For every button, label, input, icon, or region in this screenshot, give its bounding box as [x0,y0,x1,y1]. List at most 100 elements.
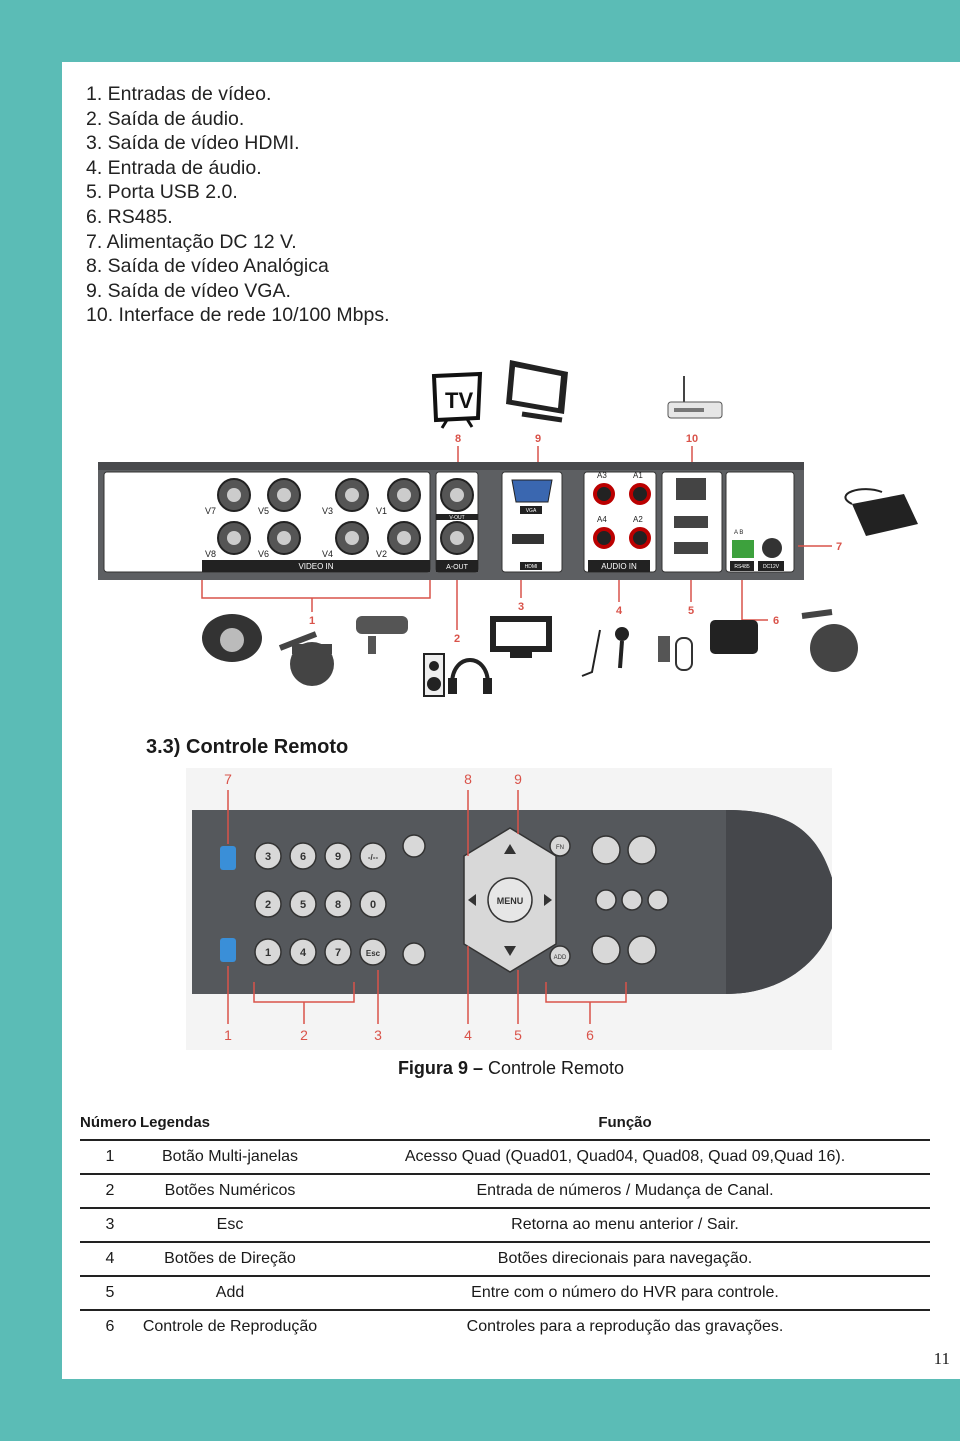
multi-window-button[interactable] [220,846,236,870]
column-header: Função [598,1114,652,1131]
connector-list: 1. Entradas de vídeo. 2. Saída de áudio.… [86,82,390,328]
svg-text:V5: V5 [258,506,269,516]
column-header: Legendas [140,1114,211,1131]
callout-7: 7 [836,541,842,553]
key-1[interactable]: 1 [265,947,271,959]
column-header: Número [80,1114,137,1131]
svg-text:A4: A4 [597,515,607,524]
usb-drive-icon [658,620,758,671]
direction-pad[interactable]: MENU [463,827,557,973]
key-8[interactable]: 8 [335,899,341,911]
callout-3: 3 [518,601,524,613]
key-4[interactable]: 4 [300,947,307,959]
speaker-icon [423,653,445,697]
list-item: 7. Alimentação DC 12 V. [86,230,297,253]
key-5[interactable]: 5 [300,899,306,911]
fn-button[interactable]: FN [556,845,564,851]
menu-button[interactable]: MENU [497,896,524,906]
key-7[interactable]: 7 [335,947,341,959]
callout-9: 9 [535,433,541,445]
svg-text:V2: V2 [376,549,387,559]
callout-6: 6 [586,1027,594,1043]
svg-text:V4: V4 [322,549,333,559]
arrow-left-icon[interactable] [468,894,476,906]
callout-8: 8 [455,433,461,445]
svg-text:V8: V8 [205,549,216,559]
svg-text:A B: A B [734,530,743,536]
list-item: 1. Entradas de vídeo. [86,83,272,105]
svg-text:VGA: VGA [526,508,537,514]
list-item: 5. Porta USB 2.0. [86,181,238,204]
callout-2: 2 [454,633,460,645]
microphone-icon [581,627,629,677]
svg-text:DC12V: DC12V [763,564,780,570]
power-adapter-icon [844,488,918,536]
key-6[interactable]: 6 [300,851,306,863]
list-item: 10. Interface de rede 10/100 Mbps. [86,304,390,327]
callout-9: 9 [514,771,522,787]
monitor-icon [506,360,568,423]
add-button[interactable]: ADD [554,955,567,961]
svg-text:V1: V1 [376,506,387,516]
svg-text:V6: V6 [258,549,269,559]
key-3[interactable]: 3 [265,851,271,863]
arrow-down-icon[interactable] [504,946,516,956]
figure-caption: Figura 9 – Controle Remoto [397,1058,625,1078]
section-heading: 3.3) Controle Remoto [146,736,349,758]
callout-3: 3 [374,1027,382,1043]
esc-button[interactable]: Esc [366,949,381,958]
page-number: 11 [933,1349,950,1368]
key-0[interactable]: 0 [370,899,376,911]
key-2[interactable]: 2 [265,899,271,911]
svg-text:RS485: RS485 [734,564,750,570]
list-item: 3. Saída de vídeo HDMI. [86,132,300,155]
list-item: 8. Saída de vídeo Analógica [86,255,329,278]
dvr-connection-diagram: TV 8 9 10 [98,360,918,697]
arrow-right-icon[interactable] [544,894,552,906]
callout-5: 5 [514,1027,522,1043]
svg-text:V7: V7 [205,506,216,516]
dvr-rear-panel: V7 V5 V3 V1 V8 V6 V4 V2 VIDEO IN A-OUT V… [98,462,804,580]
callout-10: 10 [686,433,698,445]
svg-text:AUDIO IN: AUDIO IN [601,562,637,571]
svg-text:A-OUT: A-OUT [446,564,469,571]
bullet-camera-icon [356,616,408,654]
callout-4: 4 [464,1027,472,1043]
ptz-camera-right-icon [801,609,858,672]
svg-text:A2: A2 [633,515,643,524]
list-item: 2. Saída de áudio. [86,107,245,130]
headphones-icon [448,658,492,694]
callout-8: 8 [464,771,472,787]
list-item: 9. Saída de vídeo VGA. [86,279,291,302]
key-9[interactable]: 9 [335,851,341,863]
document-page: 1. Entradas de vídeo. 2. Saída de áudio.… [62,62,960,1379]
ptz-camera-icon [278,631,334,686]
callout-7: 7 [224,771,232,787]
svg-text:A1: A1 [633,471,643,480]
multi-window-button-2[interactable] [220,938,236,962]
svg-text:TV: TV [445,388,473,413]
list-item: 6. RS485. [86,205,173,228]
key-dash[interactable]: -/-- [368,853,379,862]
svg-text:HDMI: HDMI [525,564,538,570]
router-icon [667,376,723,419]
arrow-up-icon[interactable] [504,844,516,854]
callout-1: 1 [309,615,315,627]
svg-text:VIDEO IN: VIDEO IN [298,562,333,571]
callout-4: 4 [616,605,623,617]
svg-text:A3: A3 [597,471,607,480]
playback-controls[interactable] [591,835,669,965]
callout-5: 5 [688,605,694,617]
callout-6: 6 [773,615,779,627]
callout-2: 2 [300,1027,308,1043]
svg-text:V-OUT: V-OUT [449,515,464,521]
tv-icon: TV [431,371,483,429]
svg-text:V3: V3 [322,506,333,516]
